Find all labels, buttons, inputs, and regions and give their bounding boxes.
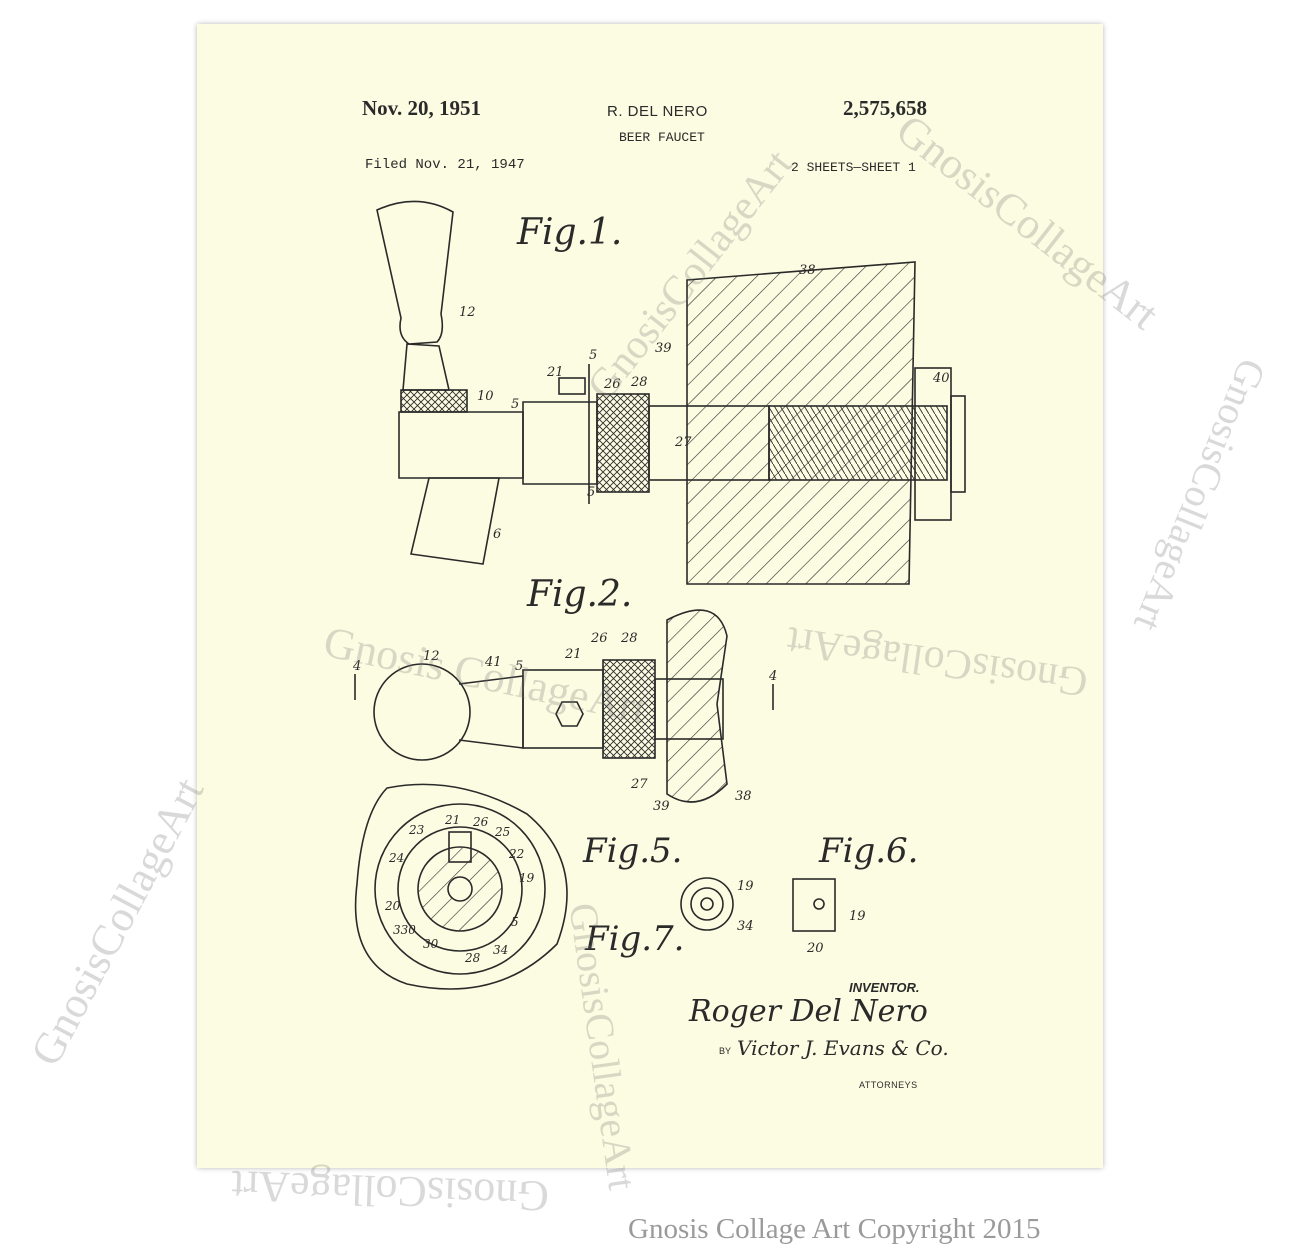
patent-sheet: Nov. 20, 1951 R. DEL NERO BEER FAUCET 2,… (197, 24, 1103, 1168)
figure-1-title: Fig.1. (516, 212, 622, 253)
figure-5-drawing (354, 783, 568, 990)
figure-7-title: Fig.7. (584, 919, 684, 959)
fig1-callout: 5 (589, 348, 597, 363)
watermark-text: GnosisCollageArt (230, 1160, 550, 1222)
fig1-callout: 6 (493, 527, 501, 542)
copyright-notice: Gnosis Collage Art Copyright 2015 (628, 1213, 1041, 1245)
figure-2-drawing (354, 609, 774, 803)
patent-sheets: 2 SHEETS—SHEET 1 (791, 160, 916, 175)
fig2-callout: 5 (515, 659, 523, 674)
fig5-callout: 330 (393, 923, 416, 937)
fig5-callout: 30 (423, 937, 439, 951)
fig2-callout: 41 (484, 655, 502, 670)
figure-6-drawing (792, 878, 836, 932)
fig1-callout: 12 (459, 305, 476, 320)
fig6-callout: 20 (806, 941, 824, 956)
fig7-callout: 34 (737, 919, 754, 934)
inventor-label: INVENTOR. (849, 980, 920, 995)
fig5-callout: 26 (472, 815, 489, 829)
patent-title: BEER FAUCET (619, 130, 705, 145)
patent-drawings: Fig.1. Fig.2. Fig.5. Fig.6. Fig.7. 38 12… (352, 200, 966, 990)
figure-7-drawing (680, 877, 734, 931)
fig5-callout: 25 (494, 825, 510, 839)
fig2-callout: 21 (564, 647, 582, 662)
inventor-signature: Roger Del Nero (689, 994, 928, 1029)
fig5-callout: 19 (519, 871, 535, 885)
fig1-callout: 21 (546, 365, 564, 380)
fig2-callout: 4 (768, 669, 777, 684)
fig2-callout: 4 (352, 659, 361, 674)
fig5-callout: 24 (388, 851, 404, 865)
by-label: BY (719, 1046, 732, 1056)
fig5-callout: 22 (508, 847, 524, 861)
fig1-callout: 10 (477, 389, 494, 404)
fig2-callout: 28 (620, 631, 638, 646)
fig2-callout: 26 (590, 631, 608, 646)
fig5-callout: 34 (493, 943, 508, 957)
patent-number: 2,575,658 (843, 96, 927, 120)
fig6-callout: 19 (849, 909, 866, 924)
fig2-callout: 12 (423, 649, 440, 664)
figure-5-title: Fig.5. (582, 831, 682, 871)
watermark-text: GnosisCollageArt (20, 769, 214, 1074)
fig2-callout: 39 (653, 799, 670, 814)
fig1-callout: 39 (655, 341, 672, 356)
fig1-callout: 5 (587, 485, 595, 500)
fig2-callout: 38 (735, 789, 752, 804)
patent-date: Nov. 20, 1951 (362, 96, 482, 120)
fig1-callout: 5 (511, 397, 519, 412)
fig1-callout: 38 (799, 263, 816, 278)
attorneys-label: ATTORNEYS (859, 1080, 918, 1090)
fig2-callout: 27 (630, 777, 648, 792)
fig1-callout: 26 (603, 377, 621, 392)
attorney-signature: Victor J. Evans & Co. (737, 1036, 949, 1060)
patent-filed-date: Filed Nov. 21, 1947 (365, 157, 525, 173)
fig1-callout: 40 (932, 371, 950, 386)
fig5-callout: 28 (464, 951, 481, 965)
figure-6-title: Fig.6. (818, 831, 918, 871)
patent-inventor-header: R. DEL NERO (607, 103, 708, 120)
fig5-callout: 21 (444, 813, 460, 827)
fig7-callout: 19 (737, 879, 754, 894)
fig5-callout: 20 (384, 899, 401, 913)
fig1-callout: 28 (630, 375, 648, 390)
fig5-callout: 5 (511, 915, 519, 929)
fig1-callout: 27 (674, 435, 692, 450)
figure-1-drawing (376, 200, 966, 585)
fig5-callout: 23 (408, 823, 425, 837)
watermark-text: GnosisCollageArt (1125, 352, 1276, 638)
figure-2-title: Fig.2. (526, 574, 632, 615)
